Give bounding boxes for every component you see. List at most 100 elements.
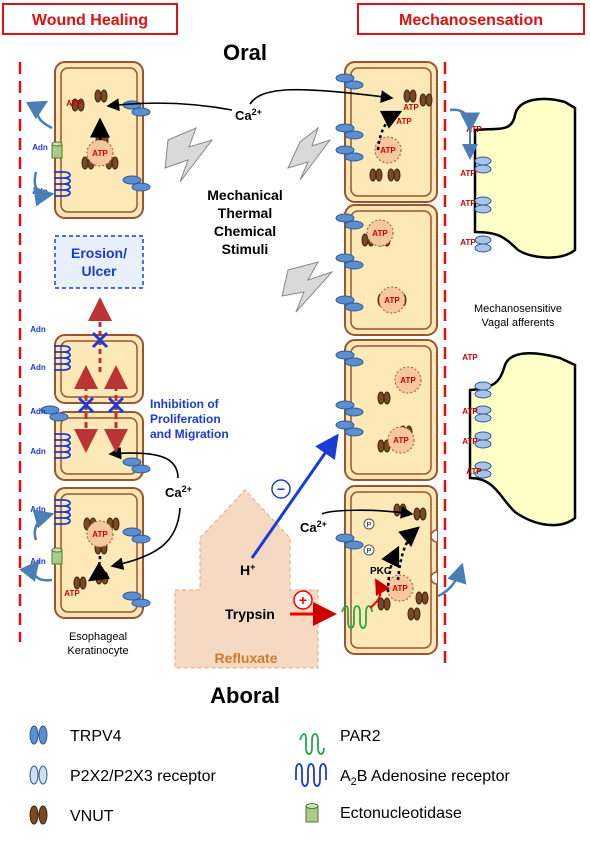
adn-arrow-top-left-2 <box>33 171 55 207</box>
atp-vesicle: ATP <box>394 366 422 394</box>
mechanosensation-title: Mechanosensation <box>399 12 543 29</box>
trafficking-arrow-l2 <box>87 555 111 582</box>
p2x-receptor <box>474 405 492 423</box>
trpv4-channel <box>122 457 151 474</box>
vnut-transporter <box>73 576 87 590</box>
svg-text:Mechanical: Mechanical <box>207 187 282 203</box>
mechanosensation-box <box>357 3 585 35</box>
inhibition-label-3: and Migration <box>150 427 229 441</box>
lightning-top-right <box>287 126 332 181</box>
svg-text:ATP: ATP <box>393 436 409 445</box>
svg-text:ATP: ATP <box>92 149 108 158</box>
atp-vesicle: ATP <box>86 520 114 548</box>
vnut-transporter <box>415 591 429 605</box>
lightning-bottom <box>281 261 334 313</box>
atp-label: ATP <box>396 117 412 126</box>
adn-label: Adn <box>30 505 46 514</box>
svg-text:−: − <box>277 481 285 497</box>
vnut-transporter <box>71 98 85 112</box>
legend-vnut: VNUT <box>29 805 114 825</box>
trpv4-channel <box>335 420 364 437</box>
erosion-label-1: Erosion/ <box>71 245 127 261</box>
trpv4-channel <box>335 145 364 162</box>
keratinocyte-label-1: Esophageal <box>69 631 127 643</box>
ca-arrow-bottom-right <box>321 506 414 519</box>
aboral-label: Aboral <box>210 683 280 708</box>
ectonucleotidase-top <box>51 141 63 159</box>
legend-p2x: P2X2/P2X3 receptor <box>29 765 217 785</box>
atp-label: ATP <box>460 199 476 208</box>
adn-label: Adn <box>30 363 46 372</box>
atp-vesicle: ATP <box>374 136 402 164</box>
adn-label: Adn <box>30 447 46 456</box>
atp-label: ATP <box>66 99 82 108</box>
p2x-receptor <box>474 156 492 174</box>
atp-vesicle: ATP <box>378 286 406 314</box>
vagal-label-1: Mechanosensitive <box>474 303 562 315</box>
adn-label: Adn <box>32 143 48 152</box>
oral-label: Oral <box>223 40 267 65</box>
svg-text:Thermal: Thermal <box>218 205 272 221</box>
trpv4-channel <box>335 400 364 417</box>
pkc-arrow <box>369 578 390 609</box>
svg-text:PAR2: PAR2 <box>340 728 381 745</box>
p2x-receptors <box>474 156 492 479</box>
atp-vesicle: ATP <box>387 426 415 454</box>
adn-arrow-bottom-left <box>19 560 53 582</box>
trpv4-channel <box>122 527 151 544</box>
svg-text:Chemical: Chemical <box>214 223 276 239</box>
vnut-transporter <box>387 168 401 182</box>
ectonucleotidase-bottom <box>51 547 63 565</box>
vagal-terminal-bottom <box>468 352 577 527</box>
adn-label: Adn <box>30 325 46 334</box>
svg-text:ATP: ATP <box>392 584 408 593</box>
vnut-transporter <box>413 507 427 521</box>
trpv4-channel <box>335 213 364 230</box>
vnut-transporter <box>419 93 433 107</box>
atp-release-arrow-top <box>449 108 480 133</box>
trpv4-channels <box>40 73 364 608</box>
trpv4-channel <box>335 533 364 550</box>
a2b-receptor <box>54 171 71 197</box>
trpv4-channel <box>122 175 151 192</box>
svg-text:ATP: ATP <box>372 229 388 238</box>
ca-label-left: Ca2+ <box>165 484 192 500</box>
p2x-receptor <box>474 431 492 449</box>
ca-arrow-bottom-left <box>110 507 181 570</box>
vagal-terminal-top <box>473 97 577 259</box>
trpv4-channel <box>335 123 364 140</box>
ca-arrow-to-left-cell <box>106 98 233 112</box>
svg-text:TRPV4: TRPV4 <box>70 728 122 745</box>
svg-text:VNUT: VNUT <box>70 808 114 825</box>
pkc-label: PKC <box>370 566 391 577</box>
h-label: H+ <box>240 562 255 578</box>
ca-arrow-mid-left <box>108 446 179 479</box>
p2x-receptor <box>474 381 492 399</box>
svg-text:ATP: ATP <box>384 296 400 305</box>
atp-label: ATP <box>403 103 419 112</box>
svg-text:P2X2/P2X3 receptor: P2X2/P2X3 receptor <box>70 768 217 785</box>
p2x-receptor <box>474 461 492 479</box>
legend-par2: PAR2 <box>299 728 381 755</box>
wound-healing-title: Wound Healing <box>32 12 148 29</box>
phospho-1 <box>363 518 375 530</box>
svg-text:P: P <box>367 522 372 529</box>
svg-text:P: P <box>367 548 372 555</box>
vnut-transporter <box>377 597 391 611</box>
svg-text:Stimuli: Stimuli <box>222 241 269 257</box>
atp-vesicle: ATP <box>386 574 414 602</box>
atp-label: ATP <box>462 353 478 362</box>
trpv4-channel <box>122 591 151 608</box>
trafficking-arrow-r1 <box>376 110 403 151</box>
atp-label: ATP <box>462 437 478 446</box>
atp-label: ATP <box>460 238 476 247</box>
wound-healing-box <box>2 3 178 35</box>
trypsin-label: Trypsin <box>225 606 275 622</box>
a2b-receptors <box>54 171 71 525</box>
atp-vesicle: ATP <box>86 139 114 167</box>
trpv4-channel <box>335 350 364 367</box>
svg-text:ATP: ATP <box>380 146 396 155</box>
lightning-top-left <box>164 127 214 183</box>
